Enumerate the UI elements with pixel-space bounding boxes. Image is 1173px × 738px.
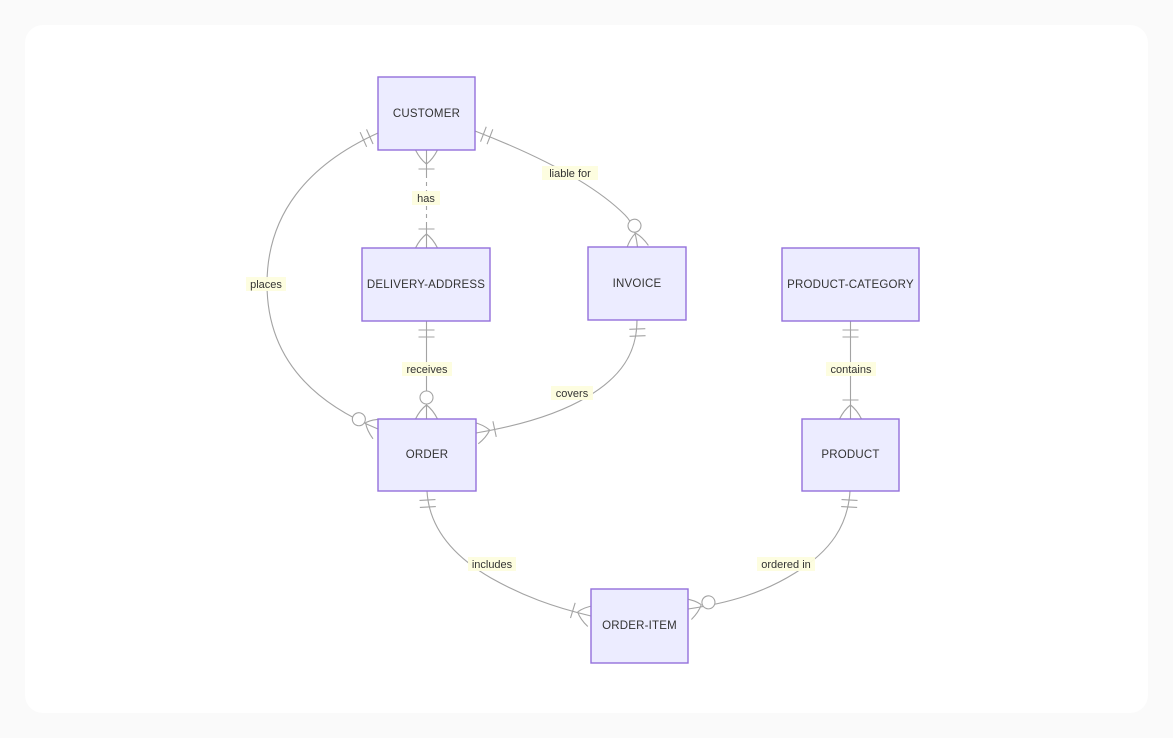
entity-name: DELIVERY-ADDRESS [367, 279, 485, 291]
relationship-label-text: has [417, 193, 435, 205]
relationship-label-ordered-in: ordered in [757, 557, 815, 571]
entity-box [801, 418, 900, 492]
relationship-label-includes: includes [468, 557, 516, 571]
relationship-labels: has liable for places receives covers co… [246, 166, 876, 571]
entity-customer: CUSTOMER [377, 76, 476, 151]
relationship-label-has: has [412, 191, 440, 205]
entity-invoice: INVOICE [587, 246, 687, 321]
cardinality-zero-many-invoice [622, 217, 649, 250]
relationship-liable-for-line [474, 130, 639, 248]
entity-box [377, 76, 476, 151]
entity-name: ORDER-ITEM [602, 620, 677, 632]
diagram-card: has liable for places receives covers co… [25, 25, 1148, 713]
relationship-liable-for [474, 126, 649, 250]
relationship-label-text: places [250, 279, 282, 291]
entity-product: PRODUCT [801, 418, 900, 492]
relationship-label-text: includes [472, 559, 513, 571]
relationship-label-places: places [246, 277, 286, 291]
entity-name: ORDER [406, 449, 449, 461]
cardinality-zero-many-order-item [684, 589, 719, 621]
relationship-label-covers: covers [551, 386, 593, 400]
label-background [826, 362, 876, 376]
relationship-label-liable-for: liable for [542, 166, 598, 180]
er-diagram-canvas: has liable for places receives covers co… [246, 76, 920, 664]
entity-name: PRODUCT [821, 449, 879, 461]
entity-product-category: PRODUCT-CATEGORY [781, 247, 920, 322]
entity-box [377, 418, 477, 492]
label-background [246, 277, 286, 291]
relationship-label-contains: contains [826, 362, 876, 376]
relationship-includes-line [426, 490, 592, 617]
cardinality-only-one-invoice [628, 328, 647, 337]
relationship-covers-line [475, 319, 638, 434]
entity-name: CUSTOMER [393, 108, 460, 120]
relationship-ordered-in-line [687, 490, 851, 610]
entity-name: PRODUCT-CATEGORY [787, 279, 914, 291]
relationship-label-text: liable for [549, 168, 591, 180]
entity-name: INVOICE [613, 278, 662, 290]
relationship-label-receives: receives [402, 362, 452, 376]
label-background [468, 557, 516, 571]
entity-box [587, 246, 687, 321]
relationship-lines [266, 126, 863, 628]
entities: CUSTOMER DELIVERY-ADDRESS INVOICE PRODUC… [361, 76, 920, 664]
relationship-includes [418, 490, 595, 628]
label-background [551, 386, 593, 400]
relationship-label-text: covers [556, 388, 589, 400]
entity-order-item: ORDER-ITEM [590, 588, 689, 664]
relationship-label-text: receives [407, 364, 448, 376]
label-background [412, 191, 440, 205]
entity-order: ORDER [377, 418, 477, 492]
relationship-ordered-in [684, 490, 859, 621]
entity-box [361, 247, 491, 322]
entity-delivery-address: DELIVERY-ADDRESS [361, 247, 491, 322]
relationship-label-text: contains [831, 364, 872, 376]
label-background [757, 557, 815, 571]
relationship-covers [473, 319, 647, 445]
label-background [402, 362, 452, 376]
relationship-label-text: ordered in [761, 559, 811, 571]
label-background [542, 166, 598, 180]
entity-box [590, 588, 689, 664]
entity-box [781, 247, 920, 322]
